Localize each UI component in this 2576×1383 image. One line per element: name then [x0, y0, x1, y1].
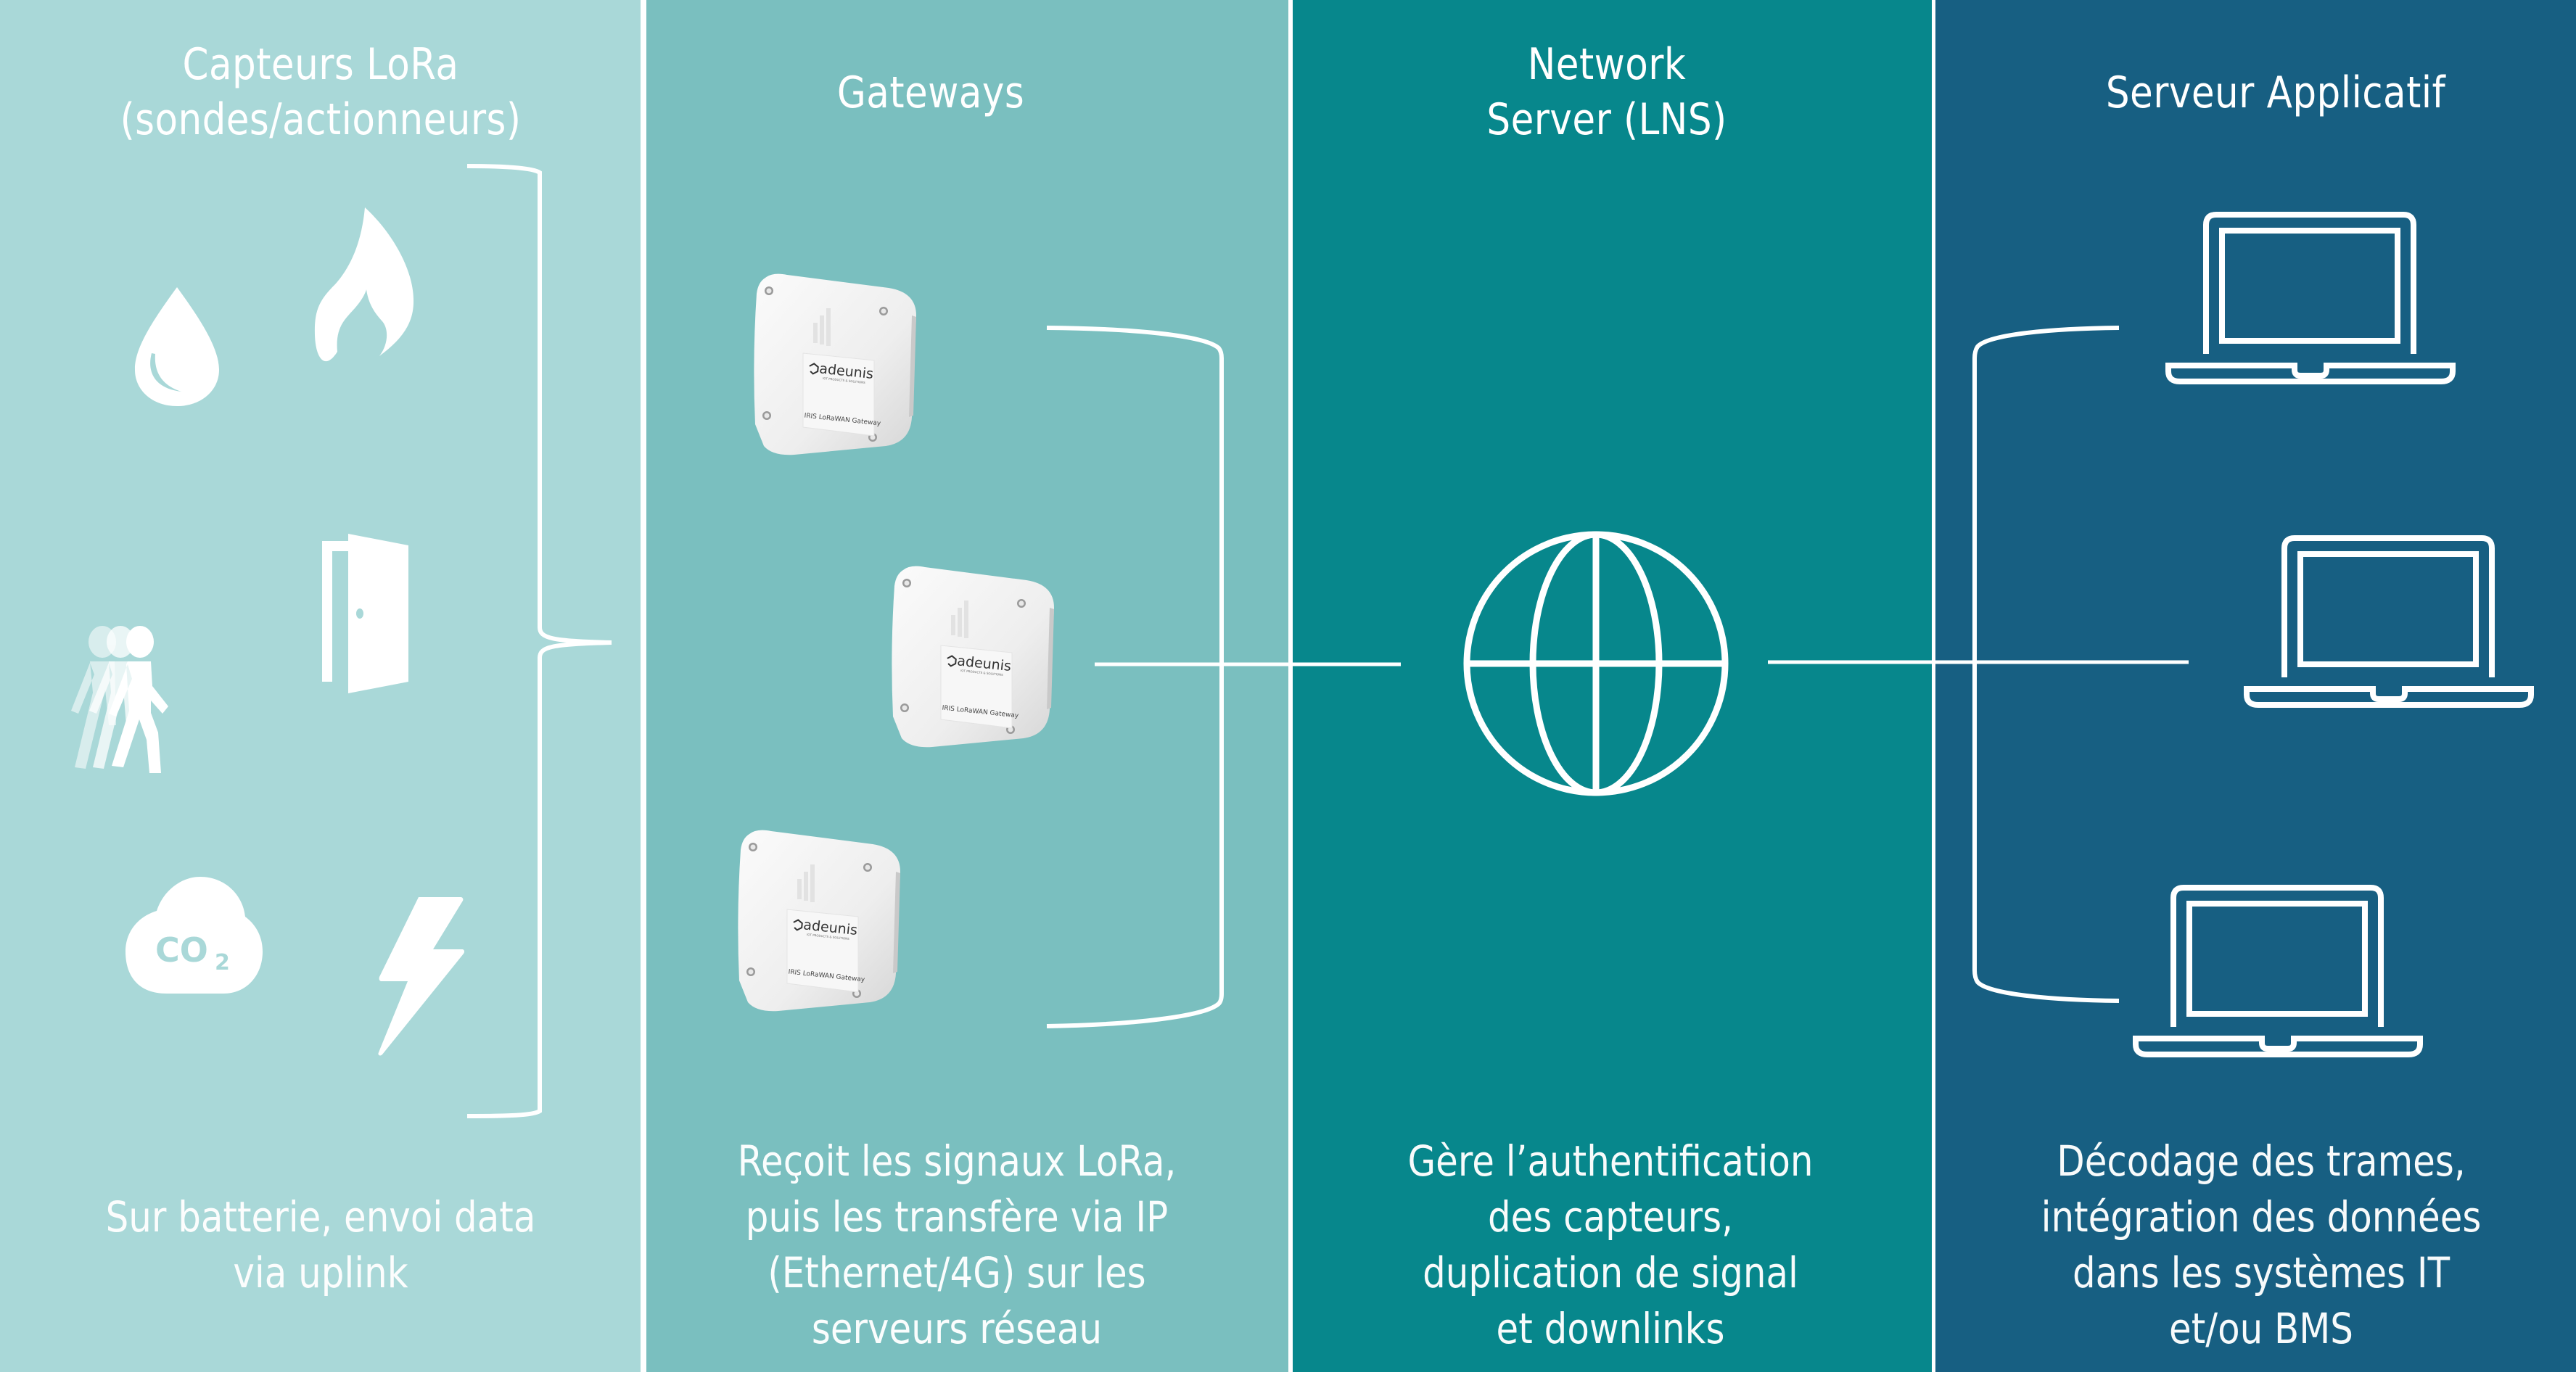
- gateway-device: adeunis IOT PRODUCTS & SOLUTIONS IRIS Lo…: [751, 272, 919, 457]
- sensors-panel: [0, 0, 641, 1372]
- network-server-description: Gère l’authentification des capteurs, du…: [1361, 1134, 1860, 1357]
- gateway-device: adeunis IOT PRODUCTS & SOLUTIONS IRIS Lo…: [735, 828, 903, 1013]
- network-server-description-line: duplication de signal: [1423, 1248, 1798, 1297]
- network-server-title-line-1: Network: [1527, 39, 1687, 90]
- svg-text:IOT PRODUCTS & SOLUTIONS: IOT PRODUCTS & SOLUTIONS: [807, 933, 849, 941]
- sensors-description-line: via uplink: [233, 1248, 408, 1297]
- svg-text:IOT PRODUCTS & SOLUTIONS: IOT PRODUCTS & SOLUTIONS: [823, 376, 865, 384]
- gateways-title-line-1: Gateways: [836, 67, 1025, 118]
- gateways-description-line: puis les transfère via IP: [745, 1192, 1169, 1242]
- gateways-description-line: serveurs réseau: [811, 1304, 1103, 1353]
- gateway-device: adeunis IOT PRODUCTS & SOLUTIONS IRIS Lo…: [889, 564, 1057, 749]
- sensors-title-line-2: (sondes/actionneurs): [120, 94, 522, 145]
- gateways-description: Reçoit les signaux LoRa, puis les transf…: [707, 1134, 1206, 1357]
- application-server-description-line: intégration des données: [2041, 1192, 2482, 1242]
- network-server-title: Network Server (LNS): [1357, 37, 1856, 147]
- application-server-description-line: dans les systèmes IT: [2072, 1248, 2451, 1297]
- network-server-description-line: et downlinks: [1496, 1304, 1725, 1353]
- sensors-description: Sur batterie, envoi data via uplink: [71, 1189, 570, 1301]
- gateway-device-body: adeunis IOT PRODUCTS & SOLUTIONS IRIS Lo…: [892, 566, 1054, 748]
- application-server-title: Serveur Applicatif: [2026, 65, 2525, 120]
- sensors-title-line-1: Capteurs LoRa: [182, 39, 459, 90]
- svg-text:IOT PRODUCTS & SOLUTIONS: IOT PRODUCTS & SOLUTIONS: [960, 669, 1003, 677]
- network-server-description-line: Gère l’authentification: [1407, 1136, 1814, 1186]
- gateways-title: Gateways: [681, 65, 1180, 120]
- gateways-description-line: Reçoit les signaux LoRa,: [737, 1136, 1177, 1186]
- network-server-title-line-2: Server (LNS): [1486, 94, 1727, 145]
- gateways-description-line: (Ethernet/4G) sur les: [768, 1248, 1146, 1297]
- application-server-description-line: Décodage des trames,: [2057, 1136, 2466, 1186]
- sensors-title: Capteurs LoRa (sondes/actionneurs): [71, 37, 570, 147]
- application-server-description: Décodage des trames, intégration des don…: [2012, 1134, 2511, 1357]
- application-server-description-line: et/ou BMS: [2169, 1304, 2353, 1353]
- application-server-title-line-1: Serveur Applicatif: [2105, 67, 2446, 118]
- sensors-description-line: Sur batterie, envoi data: [105, 1192, 536, 1242]
- network-server-description-line: des capteurs,: [1487, 1192, 1734, 1242]
- gateway-device-body: adeunis IOT PRODUCTS & SOLUTIONS IRIS Lo…: [738, 830, 900, 1012]
- gateway-device-body: adeunis IOT PRODUCTS & SOLUTIONS IRIS Lo…: [754, 273, 916, 455]
